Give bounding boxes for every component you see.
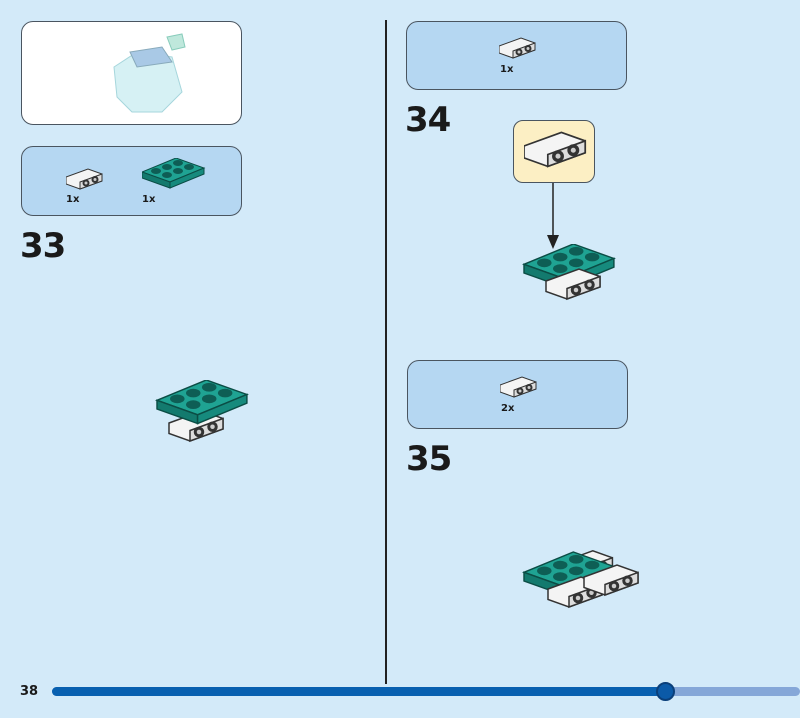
- column-divider: [385, 20, 387, 684]
- part-qty: 1x: [500, 64, 514, 75]
- progress-bar: [52, 682, 800, 701]
- submodel-illustration: [113, 33, 186, 113]
- page-number: 38: [20, 684, 39, 699]
- progress-marker: [656, 682, 676, 701]
- part-bracket-icon: [66, 168, 103, 190]
- part-qty: 1x: [142, 194, 156, 205]
- previous-assembly-panel: [21, 21, 242, 125]
- part-bracket-icon: [499, 37, 536, 59]
- step-number: 34: [405, 100, 451, 140]
- part-plate-icon: [142, 158, 205, 189]
- parts-list-step-33: 1x 1x: [21, 146, 242, 216]
- step-35-assembly: [523, 550, 639, 608]
- bracket-callout-icon: [524, 131, 587, 168]
- progress-fill: [52, 687, 666, 696]
- part-bracket-icon: [500, 376, 537, 398]
- step-34-assembly: [523, 244, 615, 300]
- step-number: 33: [20, 226, 66, 266]
- step-number: 35: [406, 439, 452, 479]
- parts-list-step-35: 2x: [407, 360, 628, 429]
- parts-list-step-34: 1x: [406, 21, 627, 90]
- step-33-assembly: [156, 380, 248, 442]
- sub-step-callout: [513, 120, 595, 183]
- part-qty: 2x: [501, 403, 515, 414]
- arrow-icon: [547, 183, 559, 249]
- part-qty: 1x: [66, 194, 80, 205]
